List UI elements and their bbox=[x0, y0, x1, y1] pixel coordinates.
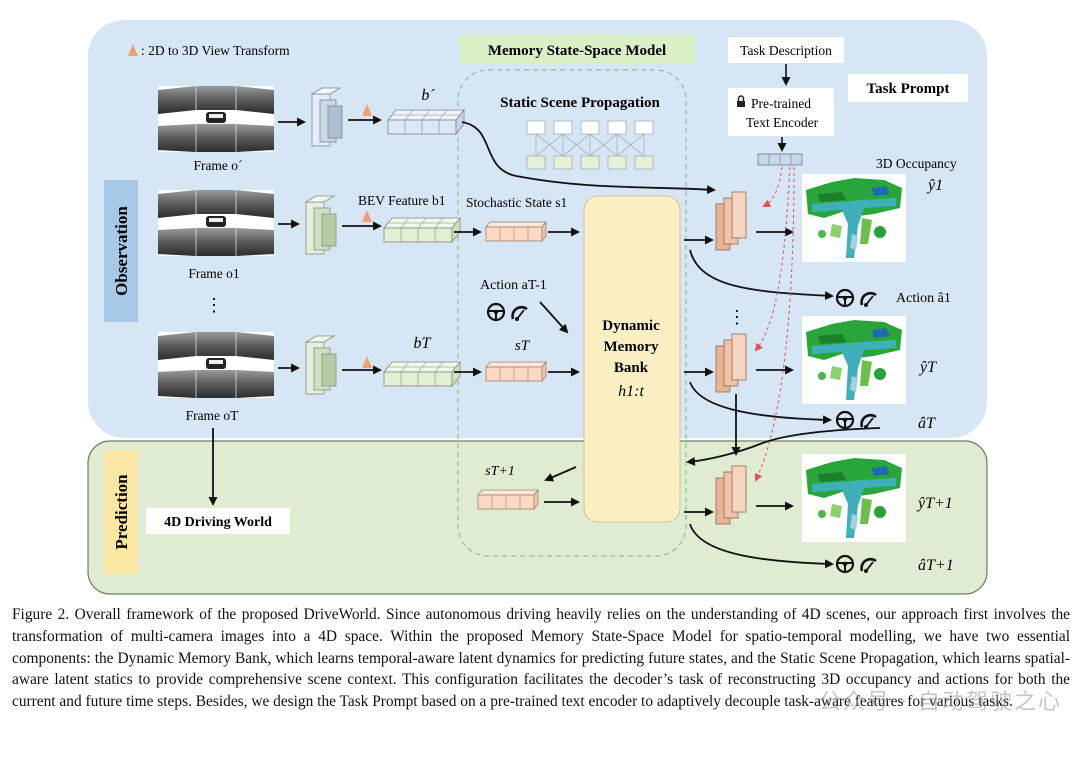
driving-world-label: 4D Driving World bbox=[164, 515, 272, 530]
prediction-label-box bbox=[104, 450, 138, 574]
action-input-label: Action aT-1 bbox=[480, 278, 547, 293]
observation-label-box bbox=[104, 180, 138, 322]
yT1-label: ŷT+1 bbox=[916, 495, 953, 512]
aT-label: âT bbox=[918, 415, 936, 432]
memory-model-title: Memory State-Space Model bbox=[488, 43, 666, 59]
memory-bank-line1: Dynamic bbox=[602, 318, 660, 334]
observation-label: Observation bbox=[112, 206, 131, 296]
bT-label: bT bbox=[414, 335, 432, 352]
watermark: 公众号 · 自动驾驶之心 bbox=[819, 690, 1062, 715]
decoders-ellipsis: ⋮ bbox=[728, 307, 746, 327]
text-encoder-line2: Text Encoder bbox=[746, 115, 819, 130]
memory-bank-line3: Bank bbox=[614, 360, 649, 376]
prediction-panel bbox=[87, 440, 988, 595]
task-prompt-box bbox=[848, 74, 968, 102]
frames-ellipsis: ⋮ bbox=[205, 295, 223, 315]
view-transform-legend: : 2D to 3D View Transform bbox=[141, 43, 290, 58]
framework-diagram: : 2D to 3D View Transform Memory State-S… bbox=[87, 20, 988, 595]
frame-oT-label: Frame oT bbox=[186, 408, 240, 423]
sT-label: sT bbox=[515, 338, 531, 354]
dynamic-memory-bank bbox=[583, 195, 681, 523]
task-description: Task Description bbox=[740, 43, 832, 58]
stochastic-state-sT1 bbox=[477, 489, 539, 510]
aT1-label: âT+1 bbox=[918, 557, 954, 574]
occupancy-map-yT bbox=[802, 316, 906, 404]
memory-model-region bbox=[457, 69, 687, 557]
task-description-box bbox=[728, 37, 844, 63]
memory-bank-line2: Memory bbox=[604, 339, 659, 355]
occupancy-map-yT1 bbox=[802, 454, 906, 542]
memory-model-title-box bbox=[459, 35, 695, 64]
driving-world-box bbox=[146, 508, 290, 534]
camera-image-o-prime bbox=[157, 85, 275, 153]
figure-caption: Figure 2. Overall framework of the propo… bbox=[12, 606, 1070, 711]
static-scene-title: Static Scene Propagation bbox=[500, 95, 660, 111]
text-encoder-line1: Pre-trained bbox=[751, 96, 811, 111]
occupancy-map-y1 bbox=[802, 174, 906, 262]
occupancy-title: 3D Occupancy bbox=[876, 156, 957, 171]
action-output-label: Action â1 bbox=[896, 291, 951, 306]
yT-label: ŷT bbox=[918, 359, 937, 376]
sT1-label: sT+1 bbox=[485, 464, 515, 479]
bev-feature-bT bbox=[383, 361, 461, 387]
camera-image-oT bbox=[157, 331, 275, 399]
b-prime-label: b´ bbox=[421, 87, 435, 104]
prediction-label: Prediction bbox=[112, 474, 131, 550]
stochastic-state-label: Stochastic State s1 bbox=[466, 195, 567, 210]
frame-o-prime-label: Frame o´ bbox=[193, 158, 242, 173]
text-encoder-box bbox=[728, 88, 834, 136]
lock-icon bbox=[737, 95, 745, 107]
hidden-state-label: h1:t bbox=[618, 383, 644, 400]
static-scene-network bbox=[526, 120, 654, 170]
bev-feature-label: BEV Feature b1 bbox=[358, 193, 446, 208]
y1-label: ŷ1 bbox=[926, 177, 943, 194]
bev-feature-o-prime bbox=[387, 109, 465, 135]
frame-o1-label: Frame o1 bbox=[188, 266, 239, 281]
prompt-token bbox=[757, 153, 803, 166]
stochastic-state-s1 bbox=[485, 221, 547, 242]
stochastic-state-sT bbox=[485, 361, 547, 382]
task-prompt: Task Prompt bbox=[867, 81, 950, 97]
camera-image-o1 bbox=[157, 189, 275, 257]
bev-feature-b1 bbox=[383, 217, 461, 243]
